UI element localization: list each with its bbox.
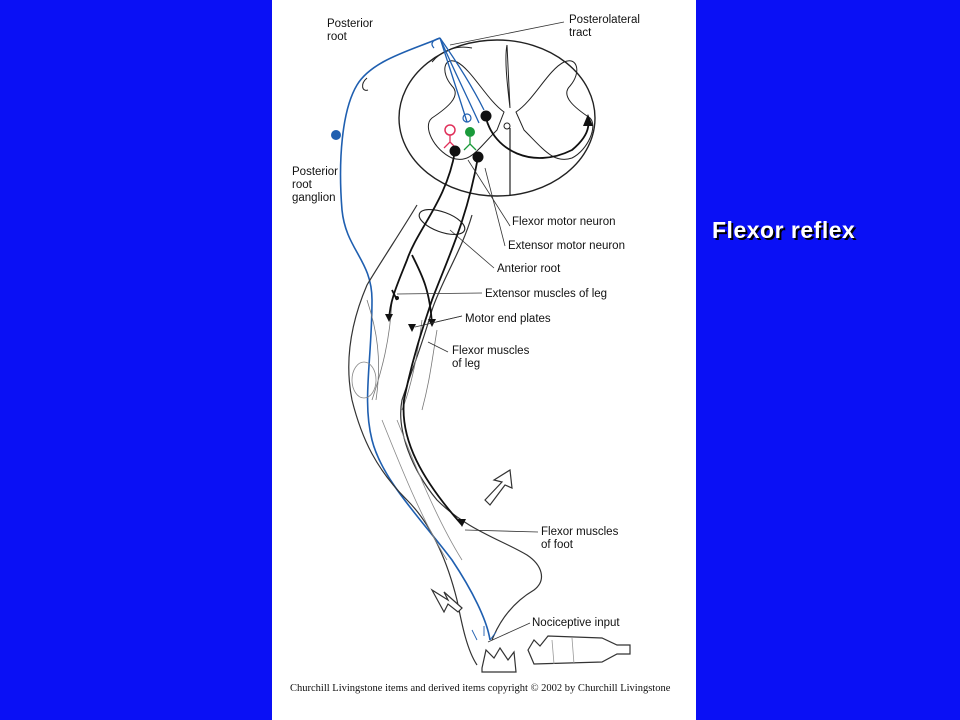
pain-rays: [471, 626, 497, 641]
copyright-notice: Churchill Livingstone items and derived …: [290, 683, 671, 694]
label-extensor-motor-neuron: Extensor motor neuron: [508, 240, 625, 252]
anterior-root: [418, 208, 466, 236]
label-nociceptive-input: Nociceptive input: [532, 617, 620, 629]
ascending-tract-arrow: [485, 117, 590, 159]
leader-lines: [396, 21, 565, 643]
slide-title: Flexor reflex: [712, 217, 856, 243]
label-flexor-muscles-of-leg: Flexor muscles of leg: [452, 345, 530, 370]
posterior-rootlets: [431, 37, 485, 124]
label-extensor-muscles-of-leg: Extensor muscles of leg: [485, 288, 608, 300]
interneurons: [443, 110, 492, 163]
label-posterior-root: Posterior root: [327, 18, 374, 43]
label-motor-end-plates: Motor end plates: [465, 313, 551, 325]
spinal-cord-section: [398, 39, 596, 197]
label-anterior-root: Anterior root: [497, 263, 561, 275]
reflex-diagram: [331, 21, 631, 673]
label-posterior-root-ganglion: Posterior root ganglion: [292, 166, 339, 204]
motor-nerve-fibers: [388, 150, 479, 526]
label-flexor-motor-neuron: Flexor motor neuron: [512, 216, 616, 228]
label-posterolateral-tract: Posterolateral tract: [569, 14, 640, 39]
sensory-nerve-fiber: [339, 37, 491, 641]
broken-bottle: [481, 635, 631, 673]
label-flexor-muscles-of-foot: Flexor muscles of foot: [541, 526, 619, 551]
movement-arrows: [430, 468, 513, 614]
posterior-root-ganglion-dot: [331, 130, 341, 140]
figure-panel: Posterior root Posterolateral tract Post…: [272, 0, 696, 720]
